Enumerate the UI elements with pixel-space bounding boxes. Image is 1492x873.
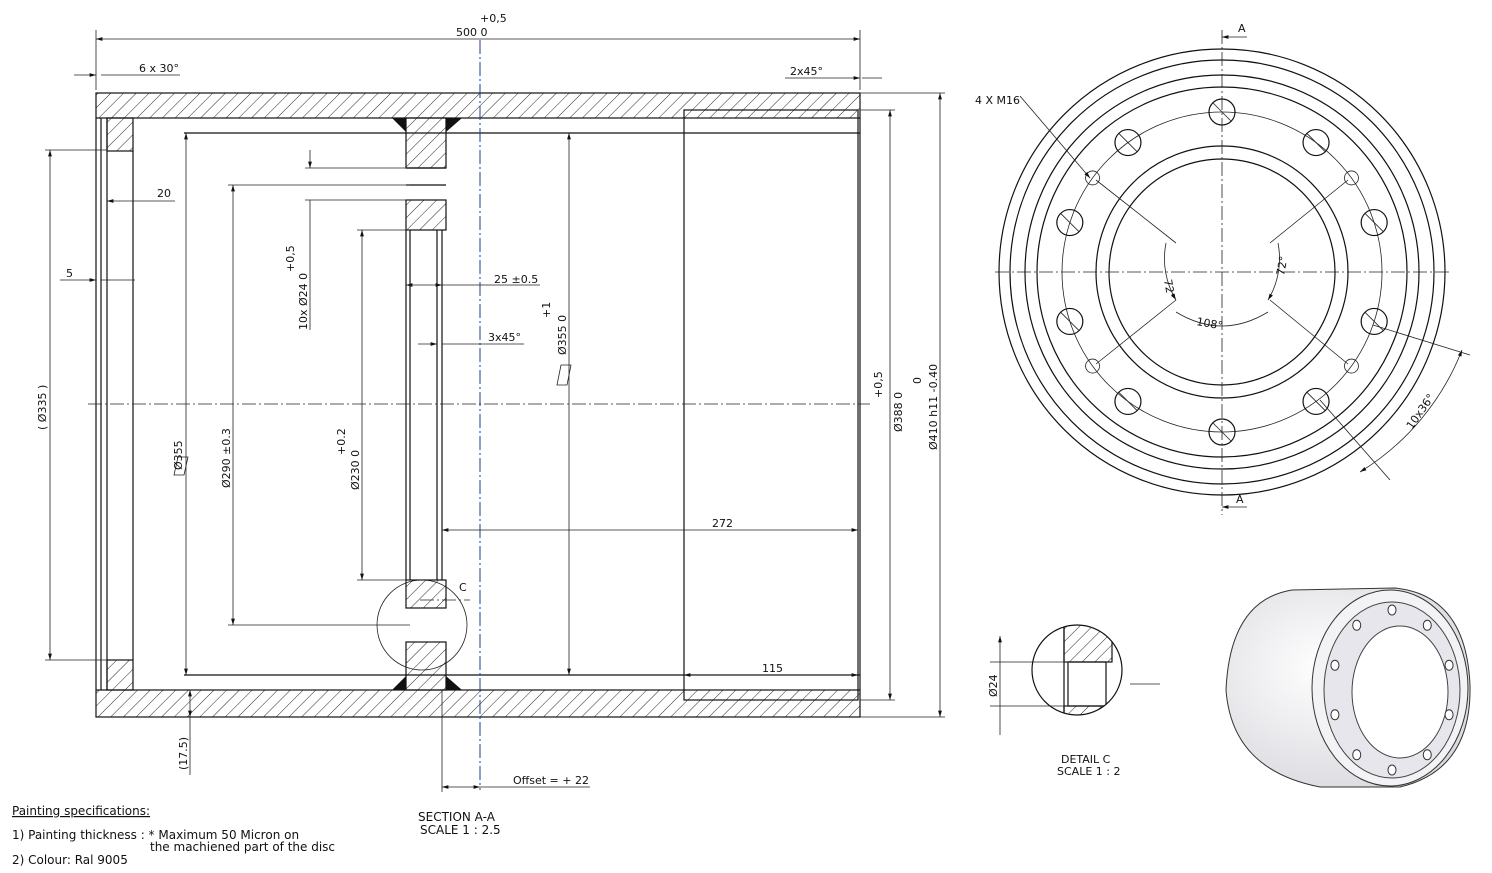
iso-hole (1387, 764, 1397, 776)
bolt-hole (1302, 128, 1330, 157)
iso-hole (1387, 604, 1397, 616)
painting-notes: Painting specifications: 1) Painting thi… (12, 804, 335, 867)
flatness-symbol (556, 364, 572, 386)
notes-line1: 1) Painting thickness : * Maximum 50 Mic… (12, 828, 299, 842)
left-ring-top (106, 117, 134, 152)
section-scale: SCALE 1 : 2.5 (420, 823, 501, 837)
bolt-hole-axis (1118, 133, 1138, 152)
notes-heading: Painting specifications: (12, 804, 150, 818)
detail-c-marker: C (459, 581, 467, 594)
left-ring-bottom (106, 659, 134, 691)
detail-c: Ø24 DETAIL C SCALE 1 : 2 (987, 624, 1160, 778)
iso-hole (1352, 749, 1362, 761)
dim-230: Ø230 0 (349, 450, 362, 490)
dim-355-tol: +1 (540, 302, 553, 318)
bolt-hole (1360, 208, 1388, 237)
dim-24: Ø24 (987, 674, 1000, 697)
m16-hole (1344, 358, 1359, 374)
dim-115: 115 (762, 662, 783, 675)
detail-title: DETAIL C (1061, 753, 1111, 766)
bolt-hole (1114, 387, 1142, 416)
angle-72-right: 72° (1274, 255, 1290, 276)
iso-hole (1444, 659, 1454, 671)
disc-top (405, 117, 447, 169)
bolt-hole (1360, 307, 1388, 336)
dim-355-right: Ø355 0 (556, 315, 569, 355)
dim-chamfer-disc: 3x45° (488, 331, 521, 344)
m16-hole (1344, 170, 1359, 186)
section-mark-bottom: A (1236, 493, 1244, 506)
iso-hole (1330, 659, 1340, 671)
bolt-hole-axis (1060, 312, 1080, 331)
bolt-hole (1114, 128, 1142, 157)
bolt-hole (1056, 208, 1084, 237)
bolt-hole-axis (1060, 213, 1080, 232)
angle-10x36: 10x36° (1404, 391, 1438, 431)
dim-5: 5 (66, 267, 73, 280)
dim-272: 272 (712, 517, 733, 530)
dim-410-tol: 0 (911, 377, 924, 384)
dim-355-left: Ø355 (172, 440, 185, 470)
disc-upper (405, 199, 447, 231)
angle-108: 108° (1195, 315, 1223, 332)
iso-hole (1422, 619, 1432, 631)
right-bore (683, 109, 859, 701)
detail-scale: SCALE 1 : 2 (1057, 765, 1120, 778)
bolt-hole (1302, 387, 1330, 416)
disc-lower (405, 579, 447, 609)
dim-20: 20 (157, 187, 171, 200)
dim-290: Ø290 ±0.3 (220, 428, 233, 488)
iso-hole (1330, 709, 1340, 721)
dim-388: Ø388 0 (892, 392, 905, 432)
disc-bottom (405, 641, 447, 691)
dim-388-tol: +0,5 (872, 371, 885, 398)
bolt-hole-axis (1118, 392, 1138, 411)
bolt-hole-axis (1306, 392, 1326, 411)
end-view: A A 4 X M16 72° 72° 108° 10x36° (975, 22, 1471, 515)
bolt-hole-axis (1212, 102, 1232, 122)
bolt-hole-axis (1306, 133, 1326, 152)
dim-410: Ø410 h11 -0.40 (927, 364, 940, 450)
iso-hole (1444, 709, 1454, 721)
section-view: +0,5 500 0 6 x 30° 2x45° 20 5 ( Ø335 ) Ø… (36, 12, 945, 837)
angle-72-left: 72° (1161, 278, 1177, 299)
section-mark-top: A (1238, 22, 1246, 35)
dim-17-5: (17.5) (177, 737, 190, 770)
notes-line1b: the machiened part of the disc (150, 840, 335, 854)
bolt-hole (1056, 307, 1084, 336)
dim-230-tol: +0.2 (335, 428, 348, 455)
bolt-hole-axis (1364, 213, 1384, 232)
dim-holes-tol: +0,5 (284, 245, 297, 272)
notes-line2: 2) Colour: Ral 9005 (12, 853, 128, 867)
m16-hole (1085, 358, 1100, 374)
top-wall (95, 92, 861, 119)
dim-25: 25 ±0.5 (494, 273, 538, 286)
dim-chamfer-left: 6 x 30° (139, 62, 179, 75)
dim-offset: Offset = + 22 (513, 774, 589, 787)
dim-length-tol: +0,5 (480, 12, 507, 25)
dim-holes: 10x Ø24 0 (297, 273, 310, 330)
bottom-wall (95, 689, 861, 718)
label-m16: 4 X M16 (975, 94, 1020, 107)
iso-hole (1352, 619, 1362, 631)
isometric-view (1225, 587, 1471, 788)
flatness-symbol-left (173, 456, 189, 476)
dim-chamfer-right: 2x45° (790, 65, 823, 78)
dim-335: ( Ø335 ) (36, 385, 49, 430)
section-title: SECTION A-A (418, 810, 496, 824)
dim-length: 500 0 (456, 26, 488, 39)
iso-hole (1422, 749, 1432, 761)
bolt-hole-axis (1364, 312, 1384, 331)
